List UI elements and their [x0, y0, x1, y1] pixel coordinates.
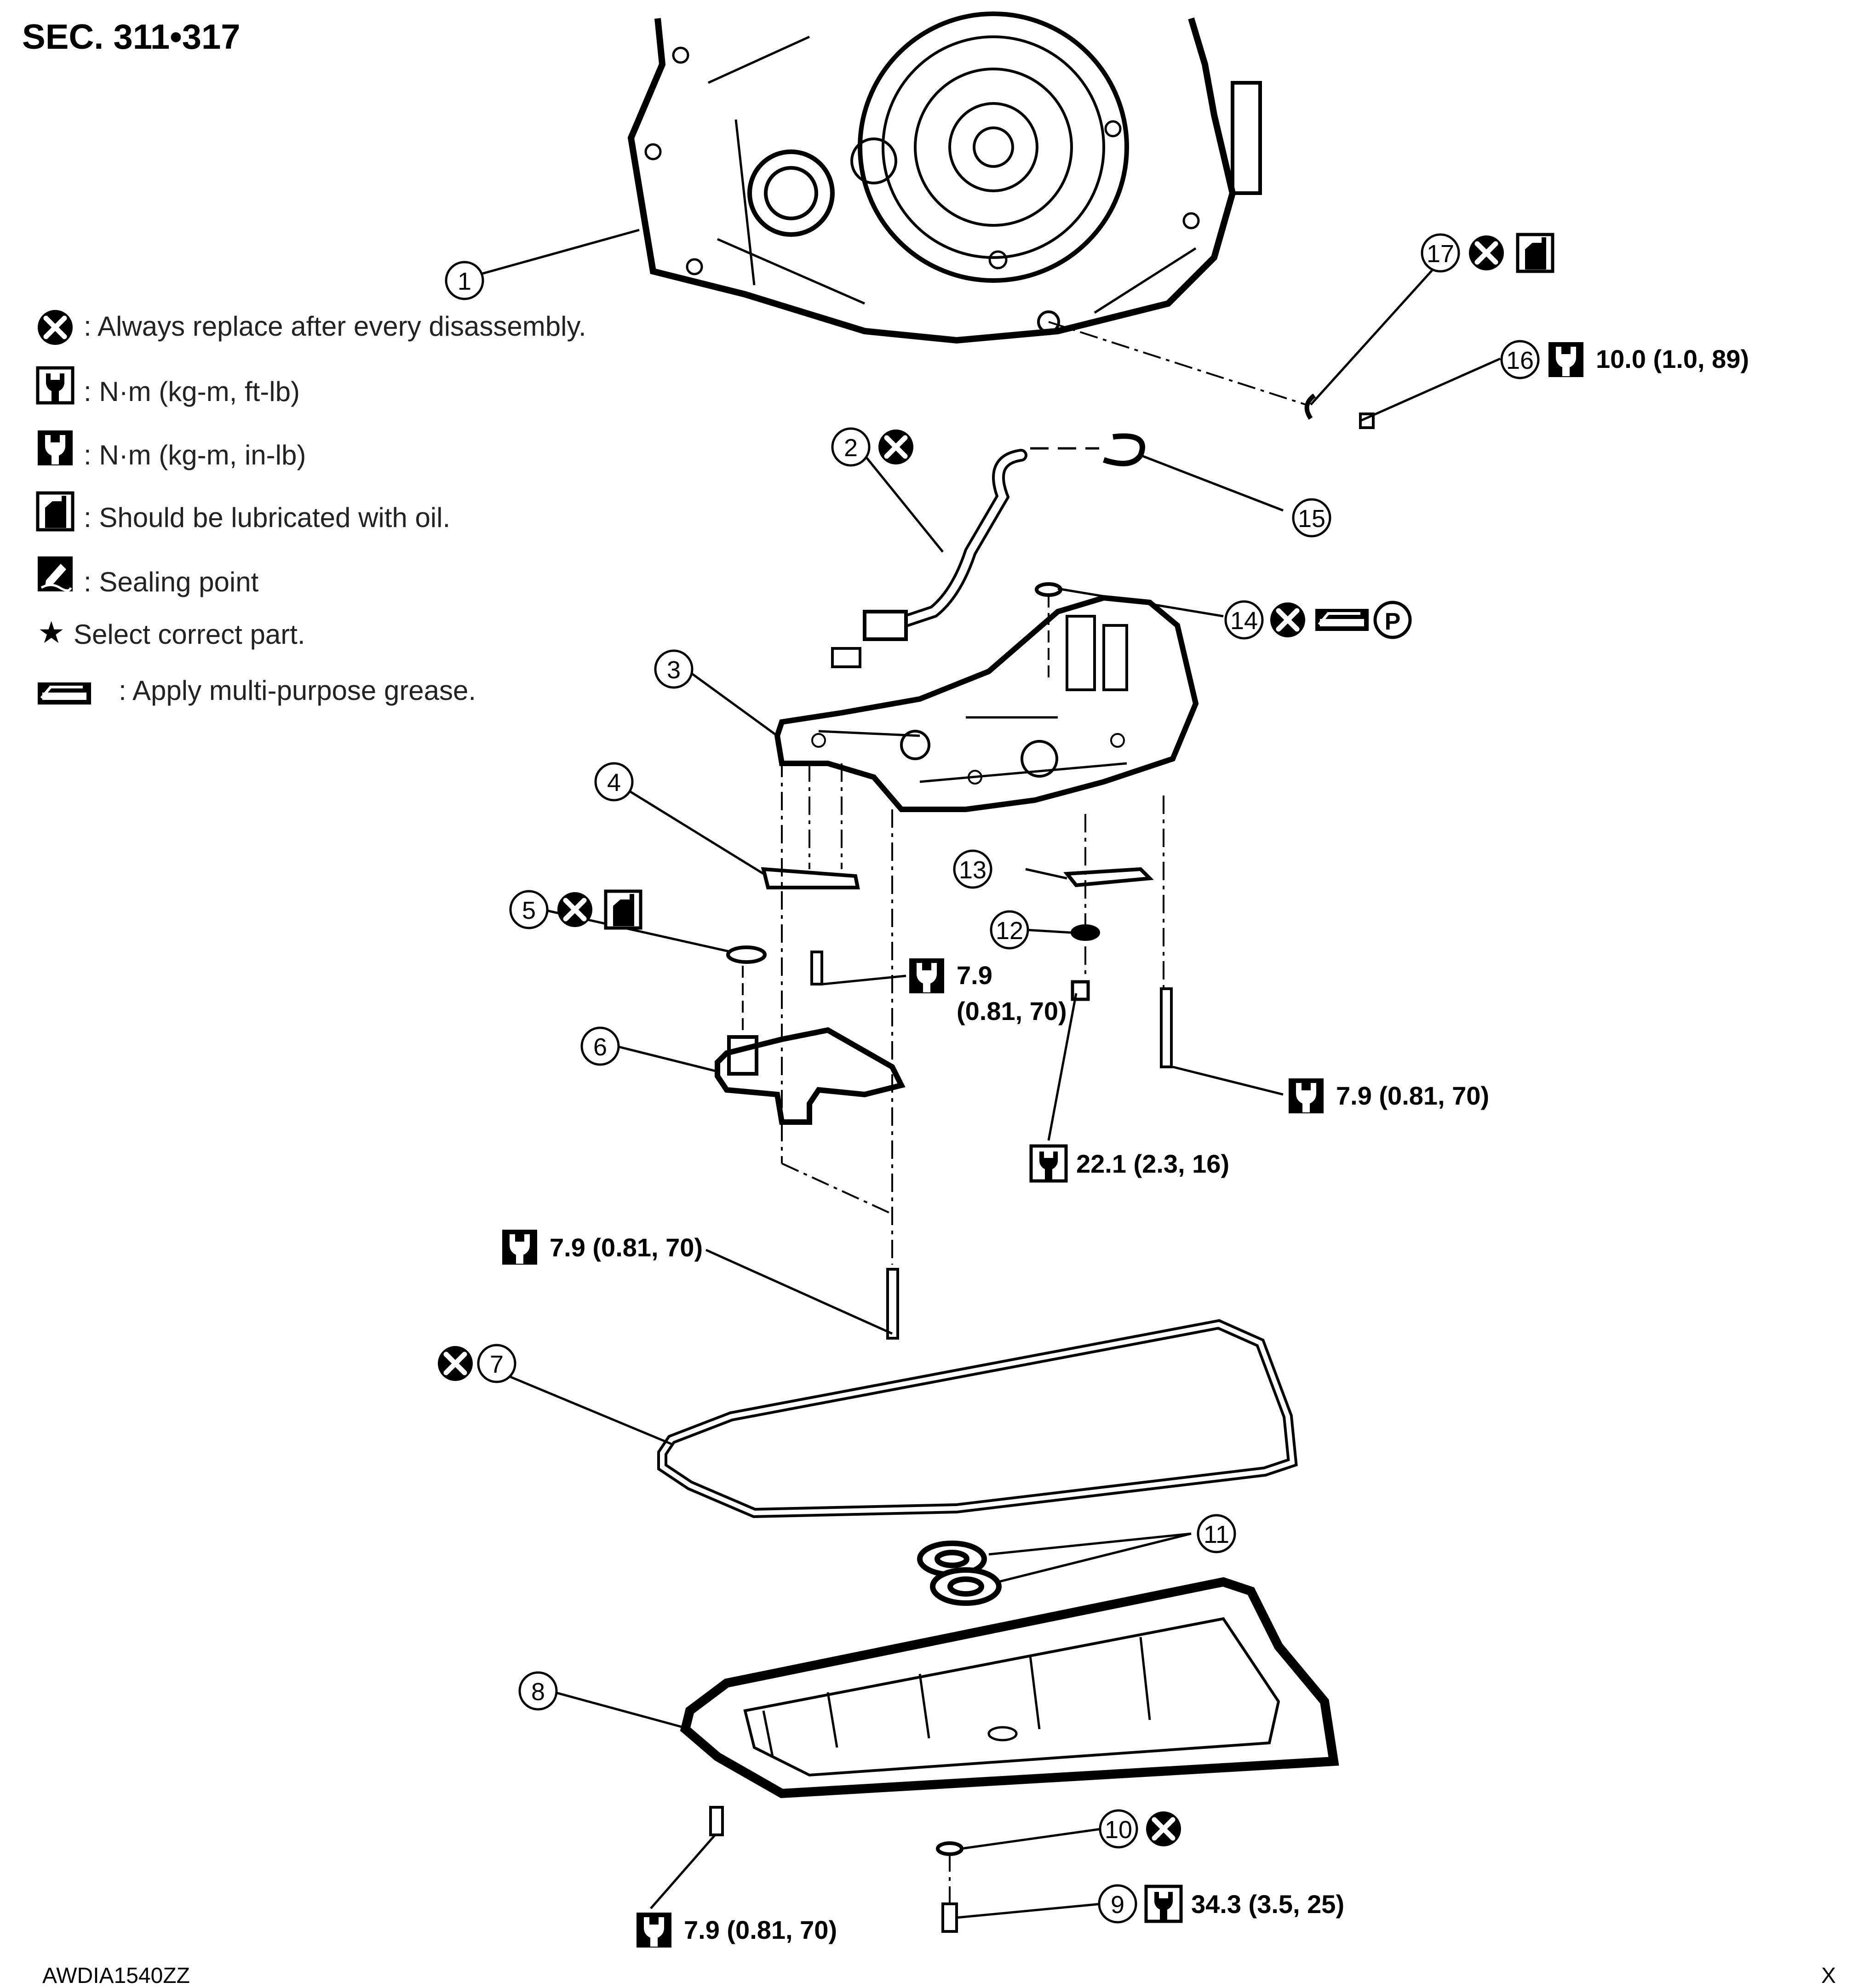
torque-16: 10.0 (1.0, 89) — [1596, 344, 1749, 373]
corner-mark: X — [1821, 1964, 1836, 1988]
svg-text:8: 8 — [531, 1678, 545, 1706]
svg-text:5: 5 — [522, 897, 536, 924]
svg-text:15: 15 — [1298, 505, 1325, 533]
grease-icon-14 — [1315, 609, 1369, 631]
oil-strainer — [715, 1027, 906, 1125]
callout-1: 1 — [445, 261, 484, 300]
callout-14: 14 — [1224, 600, 1264, 640]
callout-6: 6 — [580, 1026, 620, 1066]
o-ring-14 — [1035, 582, 1062, 597]
callout-10: 10 — [1099, 1809, 1138, 1849]
svg-text:2: 2 — [844, 434, 858, 462]
torque-vb-value: 7.9 — [957, 961, 992, 990]
bolt-long — [886, 1268, 899, 1340]
torque-inlb-icon-pan — [637, 1913, 671, 1948]
oil-pan-gasket — [657, 1319, 1298, 1518]
svg-text:3: 3 — [667, 656, 681, 684]
replace-icon-2 — [878, 430, 913, 464]
lubricate-oil-icon — [38, 493, 73, 530]
harness-connector — [831, 449, 1027, 668]
p-icon-14 — [1375, 602, 1410, 637]
torque-inlb-icon-vb — [909, 958, 944, 993]
callout-11: 11 — [1197, 1514, 1236, 1553]
legend-text-seal: : Sealing point — [84, 567, 259, 597]
torque-drain-plug: 34.3 (3.5, 25) — [1191, 1890, 1344, 1919]
svg-text:13: 13 — [959, 856, 986, 884]
svg-text:16: 16 — [1506, 347, 1534, 374]
callout-16: 16 — [1500, 340, 1540, 379]
oil-icon-5 — [606, 891, 641, 928]
drain-gasket — [936, 1841, 963, 1856]
torque-inlb-icon — [38, 430, 73, 465]
section-title: SEC. 311•317 — [22, 17, 241, 57]
control-valve-body — [774, 595, 1199, 812]
callout-17: 17 — [1421, 233, 1460, 273]
legend-text-torque-ftlb: : N·m (kg-m, ft-lb) — [84, 376, 300, 407]
svg-text:7: 7 — [490, 1351, 504, 1378]
replace-icon-7 — [438, 1346, 473, 1381]
magnets — [917, 1541, 1002, 1606]
svg-text:6: 6 — [593, 1033, 607, 1061]
plate-part — [761, 867, 860, 889]
replace-icon-5 — [557, 892, 592, 927]
callout-8: 8 — [518, 1671, 558, 1711]
torque-long-bolt: 7.9 (0.81, 70) — [550, 1233, 703, 1262]
callout-7: 7 — [477, 1344, 516, 1383]
pan-bolt — [709, 1806, 724, 1836]
svg-text:1: 1 — [458, 268, 471, 295]
o-ring-5 — [726, 945, 767, 964]
callout-12: 12 — [990, 910, 1029, 950]
callouts: 1 2 3 4 5 6 7 8 9 10 11 12 13 14 15 16 1… — [445, 233, 1540, 1924]
torque-right-bolt: 7.9 (0.81, 70) — [1336, 1081, 1489, 1110]
figure-code: AWDIA1540ZZ — [42, 1964, 190, 1988]
callout-5: 5 — [509, 890, 549, 929]
torque-specs: 10.0 (1.0, 89) 7.9 (0.81, 70) 7.9 (0.81,… — [502, 342, 1749, 1948]
svg-text:12: 12 — [996, 917, 1023, 945]
svg-text:4: 4 — [607, 769, 621, 796]
oil-icon-17 — [1518, 235, 1553, 271]
replace-icon-17 — [1469, 235, 1504, 270]
star-icon: ★ — [38, 615, 65, 649]
callout-13: 13 — [953, 849, 992, 889]
torque-ftlb-icon-drain — [1146, 1886, 1181, 1921]
replace-icon-10 — [1146, 1811, 1181, 1846]
replace-icon-14 — [1270, 602, 1305, 637]
legend-text-oil: : Should be lubricated with oil. — [84, 502, 450, 533]
oil-pan — [680, 1577, 1339, 1799]
legend-text-replace: : Always replace after every disassembly… — [84, 311, 586, 342]
torque-ftlb-icon — [38, 368, 73, 403]
callout-15: 15 — [1292, 498, 1331, 538]
ring-17 — [1304, 393, 1316, 420]
svg-text:14: 14 — [1230, 607, 1258, 635]
svg-text:10: 10 — [1105, 1816, 1132, 1844]
svg-text:11: 11 — [1204, 1521, 1229, 1548]
bolt-valve-body-right — [1160, 987, 1173, 1068]
svg-text:9: 9 — [1111, 1891, 1124, 1919]
grease-icon — [38, 682, 91, 705]
torque-inlb-icon-right — [1289, 1078, 1324, 1113]
svg-text:17: 17 — [1427, 240, 1454, 268]
callout-9: 9 — [1098, 1884, 1137, 1924]
torque-inlb-icon-16 — [1548, 342, 1583, 377]
legend: : Always replace after every disassembly… — [38, 310, 586, 706]
drain-plug — [941, 1902, 958, 1933]
legend-text-grease: : Apply multi-purpose grease. — [119, 675, 476, 706]
callout-4: 4 — [594, 762, 634, 802]
bolt-valve-body-left — [810, 951, 823, 985]
torque-vb-sub: (0.81, 70) — [957, 997, 1067, 1026]
torque-pan-bolt: 7.9 (0.81, 70) — [684, 1915, 837, 1944]
callout-2: 2 — [831, 427, 871, 467]
torque-inlb-icon-long — [502, 1230, 537, 1265]
callout-3: 3 — [654, 649, 694, 689]
always-replace-icon — [38, 310, 73, 345]
transaxle-assembly — [627, 11, 1262, 344]
legend-text-torque-inlb: : N·m (kg-m, in-lb) — [84, 440, 306, 470]
clip-part — [1103, 433, 1145, 466]
legend-text-select: Select correct part. — [74, 619, 305, 650]
torque-nut: 22.1 (2.3, 16) — [1076, 1149, 1229, 1178]
torque-ftlb-icon-nut — [1031, 1146, 1066, 1181]
sealing-point-icon — [38, 556, 73, 591]
seal-13 — [1063, 867, 1154, 888]
